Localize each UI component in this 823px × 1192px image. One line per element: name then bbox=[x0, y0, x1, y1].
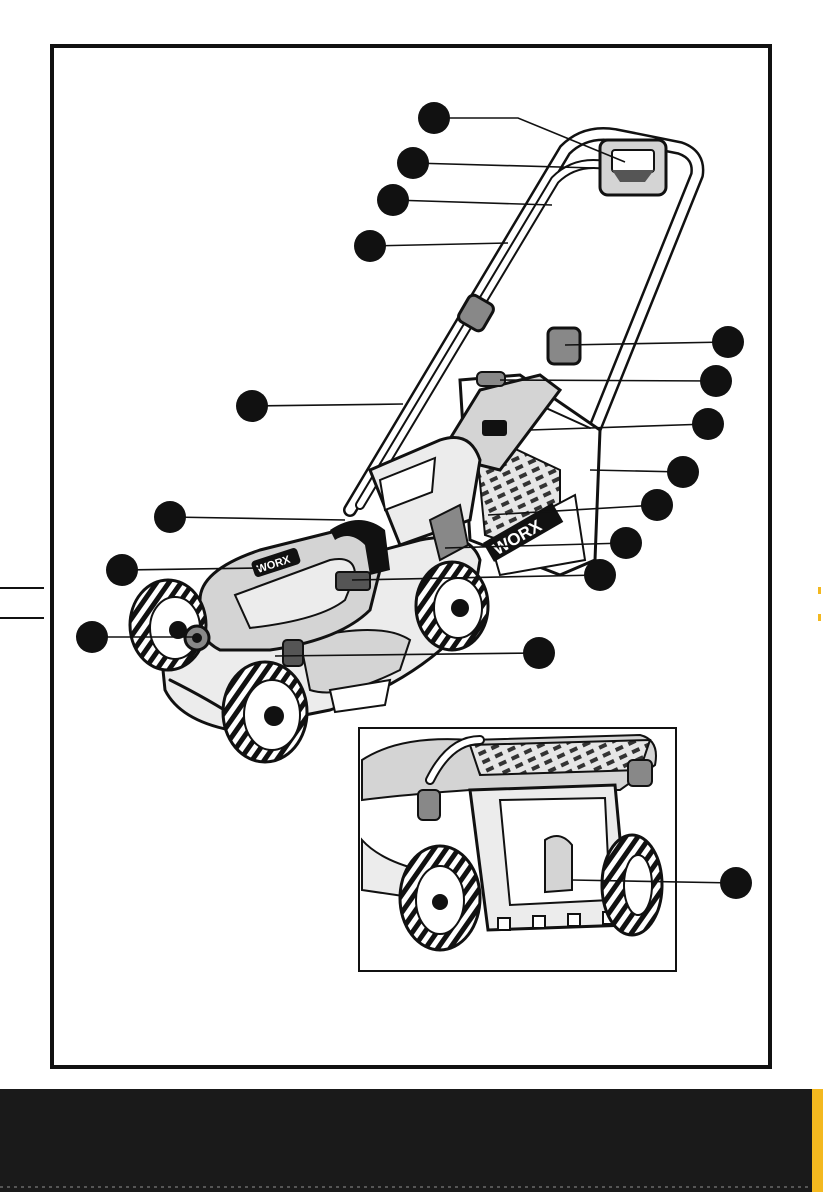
callout-marker-9 bbox=[712, 326, 744, 358]
footer-accent-stripe bbox=[812, 1089, 823, 1192]
lawn-mower-illustration: WORX WORX bbox=[0, 0, 823, 1090]
footer-band bbox=[0, 1089, 812, 1192]
wheel-rear-right bbox=[416, 562, 488, 650]
callout-marker-5 bbox=[236, 390, 268, 422]
callout-marker-16 bbox=[523, 637, 555, 669]
inset-wheel-right bbox=[602, 835, 662, 935]
callout-marker-2 bbox=[397, 147, 429, 179]
rear-view-inset bbox=[359, 728, 752, 971]
callout-marker-14 bbox=[610, 527, 642, 559]
callout-marker-13 bbox=[641, 489, 673, 521]
power-button-front bbox=[185, 626, 209, 650]
callout-marker-4 bbox=[354, 230, 386, 262]
footer-dashed-rule bbox=[0, 1186, 812, 1188]
callout-marker-3 bbox=[377, 184, 409, 216]
callout-marker-8 bbox=[76, 621, 108, 653]
wheel-rear-left bbox=[223, 662, 307, 762]
callout-marker-7 bbox=[106, 554, 138, 586]
callout-marker-12 bbox=[667, 456, 699, 488]
callout-marker-15 bbox=[584, 559, 616, 591]
inset-wheel-left bbox=[400, 846, 480, 950]
callout-marker-10 bbox=[700, 365, 732, 397]
callout-marker-6 bbox=[154, 501, 186, 533]
height-adjust-lever bbox=[283, 640, 303, 666]
callout-marker-17 bbox=[720, 867, 752, 899]
callout-marker-11 bbox=[692, 408, 724, 440]
upper-handle-knob-right bbox=[548, 328, 580, 364]
callout-marker-1 bbox=[418, 102, 450, 134]
